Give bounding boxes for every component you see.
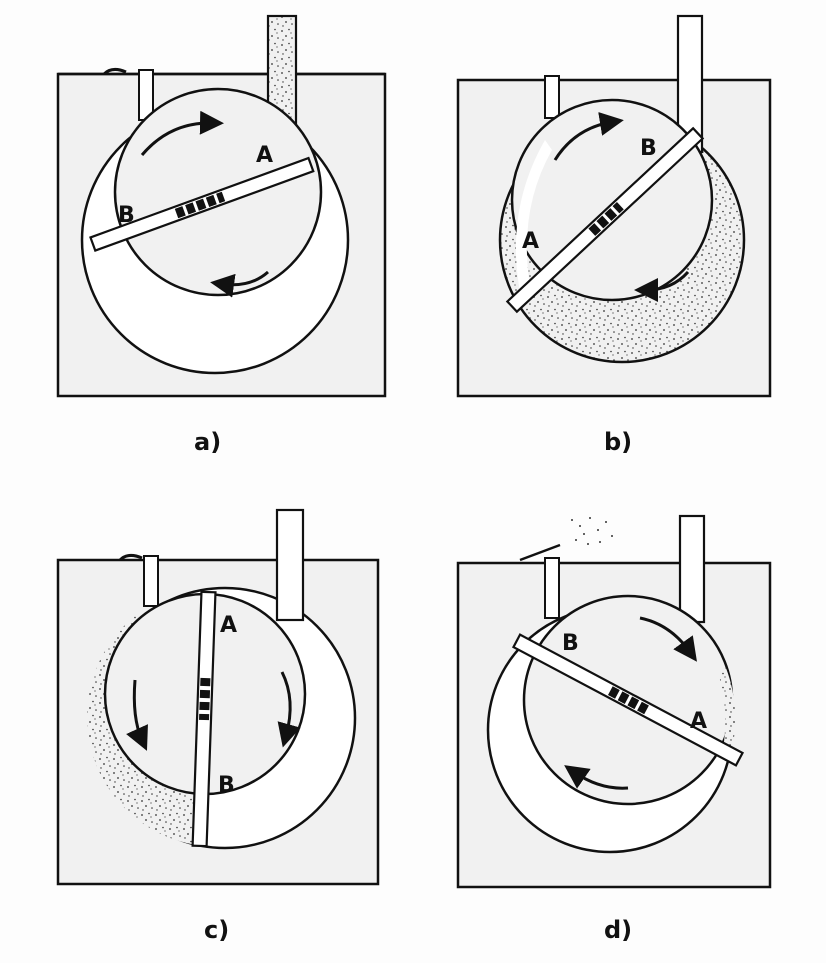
rotation-arrow-top — [553, 112, 624, 161]
rotation-arrow-left — [126, 679, 148, 751]
outlet-pipe — [275, 508, 305, 622]
panel-a: A B a) — [56, 14, 387, 456]
empty-crescent — [515, 140, 552, 292]
vane — [89, 156, 315, 252]
vane-end-2-label: A — [522, 229, 539, 254]
rotation-arrow-bottom — [634, 270, 690, 302]
intake-duct — [544, 75, 560, 119]
intake-duct — [143, 555, 159, 607]
rotation-arrow-top — [639, 616, 697, 662]
vane-end-1-label: A — [220, 613, 237, 638]
rotation-arrow-top — [140, 110, 224, 156]
filled-pocket — [718, 668, 736, 760]
vane-end-1-label: A — [256, 143, 273, 168]
panel-label: b) — [604, 428, 632, 456]
panel-label: c) — [204, 916, 229, 944]
rotation-arrow-right — [277, 671, 301, 748]
outlet-pipe — [678, 514, 706, 624]
vane — [511, 633, 745, 767]
panel-c: A B c) — [56, 508, 380, 944]
rotation-arrow-bottom — [564, 765, 629, 790]
vane — [191, 590, 217, 848]
rotation-arrow-bottom — [210, 270, 269, 298]
vane-end-2-label: A — [690, 709, 707, 734]
vane-end-1-label: B — [640, 136, 657, 161]
vane — [505, 126, 705, 314]
exhaust-puff — [571, 517, 613, 545]
exhaust-valve-flap — [519, 543, 561, 562]
panel-d: B A d) — [456, 514, 772, 944]
panel-b: B A b) — [456, 14, 772, 456]
panel-label: a) — [194, 428, 221, 456]
vane-end-2-label: B — [218, 773, 235, 798]
vane-end-2-label: B — [118, 203, 135, 228]
panel-label: d) — [604, 916, 632, 944]
housing-knob — [118, 553, 143, 562]
intake-duct — [544, 557, 560, 619]
vane-end-1-label: B — [562, 631, 579, 656]
